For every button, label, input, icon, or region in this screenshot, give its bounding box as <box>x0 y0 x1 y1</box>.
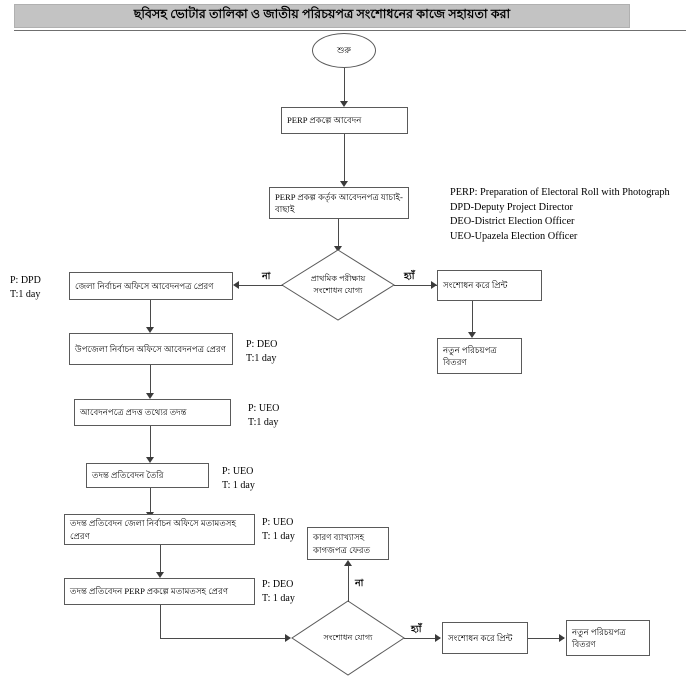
edge-decision2-yes-arrow <box>435 634 441 642</box>
node-send-to-upazila-office-label: উপজেলা নির্বাচন অফিসে আবেদনপত্র প্রেরণ <box>75 343 226 354</box>
node-perp-application[interactable]: PERP প্রকল্পে আবেদন <box>281 107 408 134</box>
node-investigate-information-label: আবেদনপত্রে প্রদত্ত তথ্যের তদন্ত <box>80 407 187 418</box>
note-ueo-1: P: UEO T:1 day <box>248 403 280 428</box>
node-investigate-information[interactable]: আবেদনপত্রে প্রদত্ত তথ্যের তদন্ত <box>74 399 231 426</box>
node-report-to-perp-project[interactable]: তদন্ত প্রতিবেদন PERP প্রকল্পে মতামতসহ প্… <box>64 578 255 605</box>
page-title: ছবিসহ ভোটার তালিকা ও জাতীয় পরিচয়পত্র স… <box>133 7 511 21</box>
note-ueo-2: P: UEO T: 1 day <box>222 466 255 491</box>
edge-print2-to-newcard2 <box>528 638 564 639</box>
node-report-to-district-office-label: তদন্ত প্রতিবেদন জেলা নির্বাচন অফিসে মতাম… <box>70 518 236 541</box>
node-decision-initial-eligibility[interactable]: প্রাথমিক পরীক্ষায় সংশোধন যোগ্য <box>281 249 395 321</box>
edge-decision1-yes <box>394 285 437 286</box>
edge-decision1-no <box>239 285 283 286</box>
edge-report-to-district-send <box>150 488 151 514</box>
page-title-banner: ছবিসহ ভোটার তালিকা ও জাতীয় পরিচয়পত্র স… <box>14 4 630 28</box>
edge-print2-to-newcard2-arrow <box>559 634 565 642</box>
note-deo-1: P: DEO T:1 day <box>246 339 278 364</box>
node-correct-and-print-2-label: সংশোধন করে প্রিন্ট <box>448 632 513 643</box>
node-return-documents-label-1: কারণ ব্যাখ্যাসহ <box>313 532 365 543</box>
node-prepare-investigation-report[interactable]: তদন্ত প্রতিবেদন তৈরি <box>86 463 209 488</box>
edge-print1-to-newcard1 <box>472 301 473 333</box>
edge-district-to-upazila <box>150 300 151 328</box>
edge-screening-to-decision1 <box>338 219 339 248</box>
note-dpd: P: DPD T:1 day <box>10 275 41 300</box>
node-distribute-new-card-2-label-2: বিতরণ <box>572 639 596 649</box>
note-deo-2: P: DEO T: 1 day <box>262 579 295 604</box>
edge-perp-to-decision2-arrow <box>285 634 291 642</box>
node-send-to-district-office-label: জেলা নির্বাচন অফিসে আবেদনপত্র প্রেরণ <box>75 280 214 291</box>
abbreviation-legend: PERP: Preparation of Electoral Roll with… <box>450 187 670 242</box>
node-report-to-perp-project-label: তদন্ত প্রতিবেদন PERP প্রকল্পে মতামতসহ প্… <box>70 586 229 597</box>
node-correct-and-print-1-label: সংশোধন করে প্রিন্ট <box>443 280 508 291</box>
node-correct-and-print-2[interactable]: সংশোধন করে প্রিন্ট <box>442 622 528 654</box>
node-send-to-upazila-office[interactable]: উপজেলা নির্বাচন অফিসে আবেদনপত্র প্রেরণ <box>69 333 233 365</box>
edge-district-to-perp-send-arrow <box>156 572 164 578</box>
edge-print1-to-newcard1-arrow <box>468 332 476 338</box>
node-start[interactable]: শুরু <box>312 33 376 68</box>
edge-district-to-perp-send <box>160 545 161 574</box>
edge-label-yes-2: হ্যাঁ <box>411 625 422 635</box>
edge-upazila-to-investigate-arrow <box>146 393 154 399</box>
node-prepare-investigation-report-label: তদন্ত প্রতিবেদন তৈরি <box>92 470 164 481</box>
edge-start-to-apply-arrow <box>340 101 348 107</box>
edge-screening-to-decision1-arrow <box>334 246 342 252</box>
edge-label-no-2: না <box>355 579 364 589</box>
note-ueo-3: P: UEO T: 1 day <box>262 517 295 542</box>
node-distribute-new-card-1-label-1: নতুন পরিচয়পত্র <box>443 344 497 355</box>
edge-investigate-to-report-arrow <box>146 457 154 463</box>
edge-decision1-no-arrow <box>233 281 239 289</box>
edge-decision2-no-arrow <box>344 560 352 566</box>
node-distribute-new-card-2-label-1: নতুন পরিচয়পত্র <box>572 626 626 637</box>
node-application-screening[interactable]: PERP প্রকল্প কর্তৃক আবেদনপত্র যাচাই-বাছা… <box>269 187 409 219</box>
edge-start-to-apply <box>344 68 345 102</box>
edge-apply-to-screening <box>344 134 345 182</box>
edge-perp-to-decision2-vertical <box>160 605 161 638</box>
edge-district-to-upazila-arrow <box>146 327 154 333</box>
diamond-shape-icon <box>291 600 405 676</box>
edge-decision1-yes-arrow <box>431 281 437 289</box>
node-return-documents-label-2: কাগজপত্র ফেরত <box>313 544 371 555</box>
diamond-shape-icon <box>281 249 395 321</box>
edge-investigate-to-report <box>150 426 151 458</box>
node-send-to-district-office[interactable]: জেলা নির্বাচন অফিসে আবেদনপত্র প্রেরণ <box>69 272 233 300</box>
node-return-documents[interactable]: কারণ ব্যাখ্যাসহ কাগজপত্র ফেরত <box>307 527 389 560</box>
edge-label-yes-1: হ্যাঁ <box>404 272 415 282</box>
node-distribute-new-card-2[interactable]: নতুন পরিচয়পত্র বিতরণ <box>566 620 650 656</box>
node-perp-application-label: PERP প্রকল্পে আবেদন <box>287 115 362 126</box>
node-distribute-new-card-1[interactable]: নতুন পরিচয়পত্র বিতরণ <box>437 338 522 374</box>
node-start-label: শুরু <box>337 44 351 55</box>
node-report-to-district-office[interactable]: তদন্ত প্রতিবেদন জেলা নির্বাচন অফিসে মতাম… <box>64 514 255 545</box>
node-distribute-new-card-1-label-2: বিতরণ <box>443 357 467 367</box>
edge-label-no-1: না <box>262 272 271 282</box>
node-decision-correctable[interactable]: সংশোধন যোগ্য <box>291 600 405 676</box>
edge-decision2-yes <box>404 638 440 639</box>
edge-apply-to-screening-arrow <box>340 181 348 187</box>
node-application-screening-label: PERP প্রকল্প কর্তৃক আবেদনপত্র যাচাই-বাছা… <box>275 191 403 214</box>
title-divider <box>14 30 686 31</box>
edge-perp-to-decision2-horizontal <box>160 638 288 639</box>
node-correct-and-print-1[interactable]: সংশোধন করে প্রিন্ট <box>437 270 542 301</box>
edge-decision2-no <box>348 566 349 602</box>
edge-upazila-to-investigate <box>150 365 151 394</box>
